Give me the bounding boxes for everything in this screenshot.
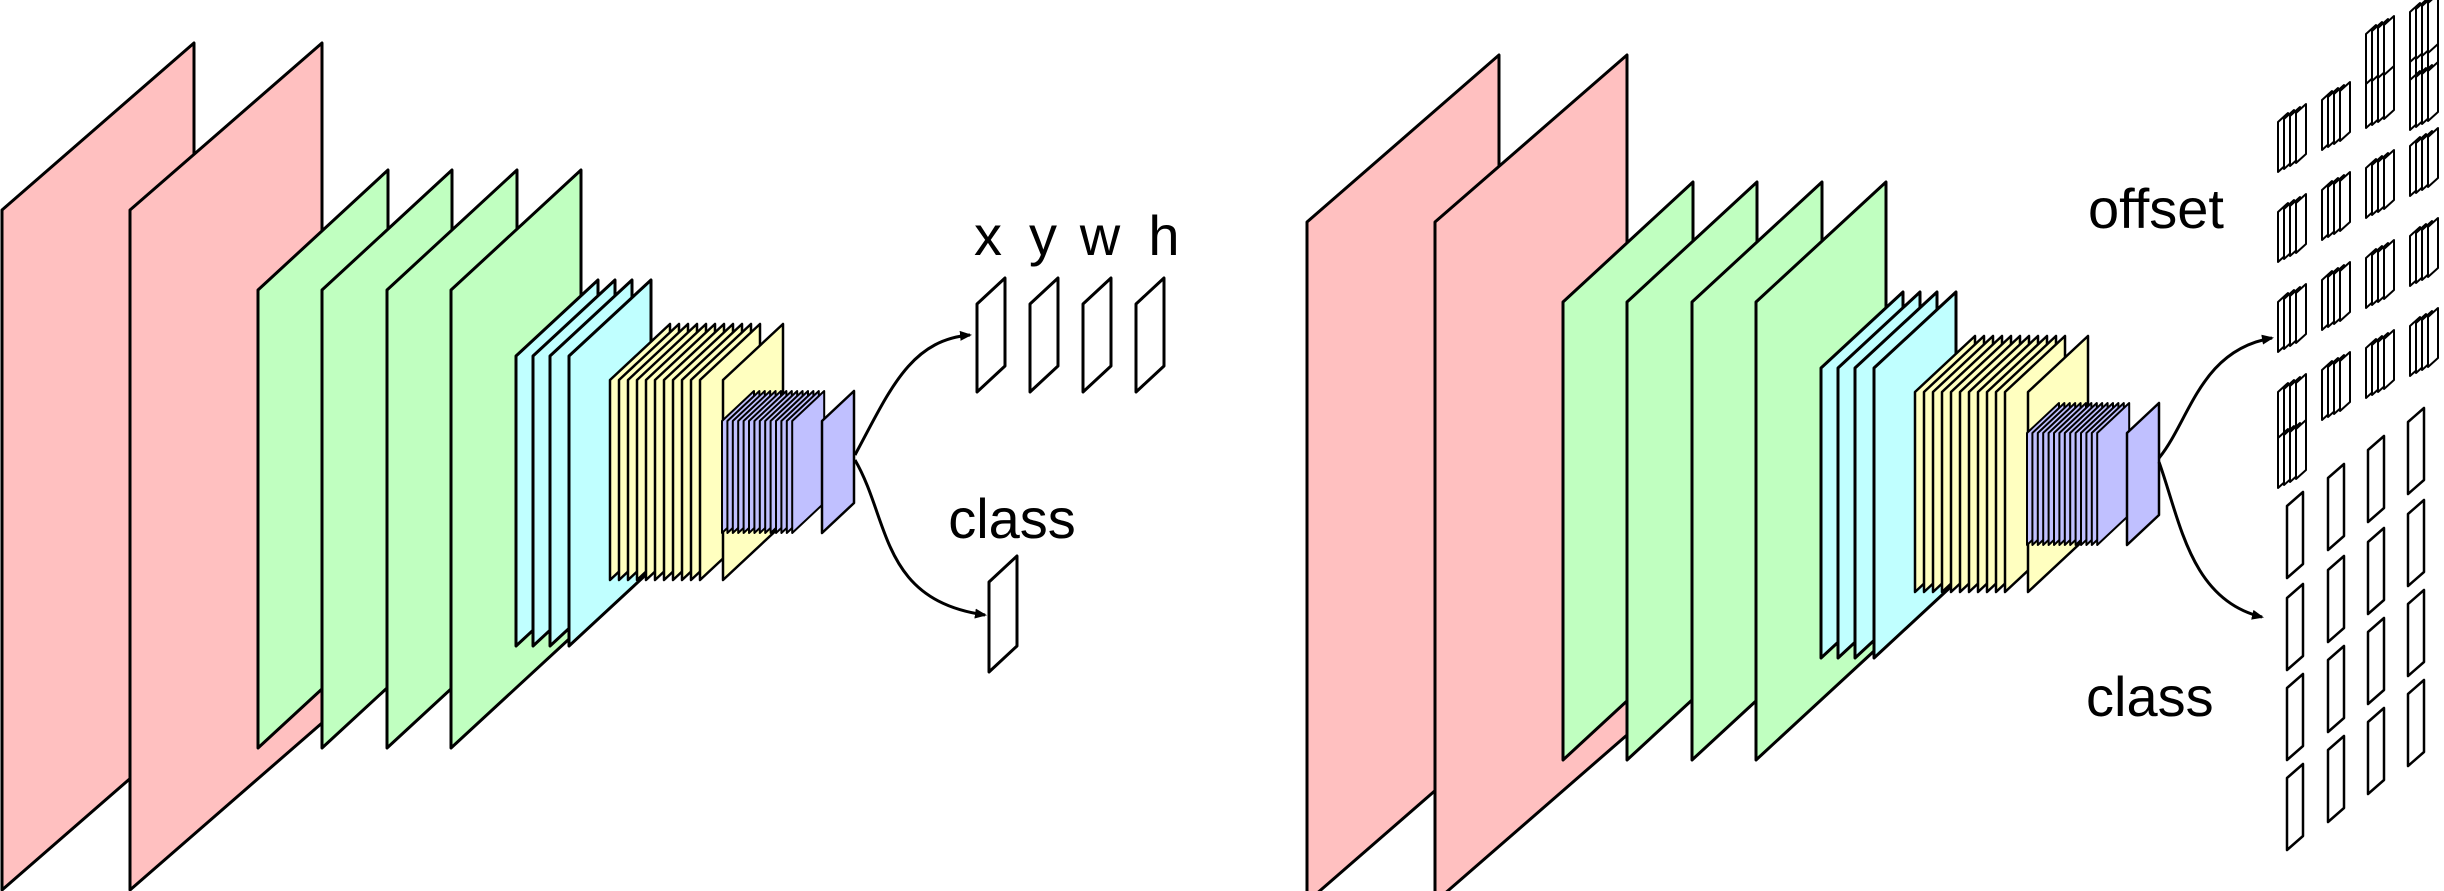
right-stage5-plane-14 <box>2096 402 2131 546</box>
left-class-arrow <box>853 459 987 619</box>
right-class-cell-r3-c3 <box>2366 616 2386 706</box>
bbox-output-bar-2 <box>1028 276 1060 394</box>
offset-cell-r4-c4-bar-4 <box>2427 307 2439 368</box>
offset-cell-r2-c3-bar-4 <box>2383 149 2395 210</box>
offset-cell-r4-c3-bar-4 <box>2383 329 2395 390</box>
left-class-label: class <box>948 487 1076 550</box>
right-class-cell-r4-c3 <box>2366 706 2386 796</box>
right-class-cell-r2-c4 <box>2406 498 2426 588</box>
bbox-output-bar-4 <box>1134 276 1166 394</box>
bbox-label-x: x <box>974 204 1002 267</box>
offset-cell-top-2-bar-4 <box>2427 0 2439 54</box>
offset-cell-r3-c2-bar-4 <box>2339 261 2351 322</box>
right-backbone-layers <box>1305 53 2161 891</box>
offset-cell-r3-c1-bar-4 <box>2295 283 2307 344</box>
bbox-output-bar-3 <box>1081 276 1113 394</box>
right-class-arrow <box>2157 461 2264 620</box>
left-stage5-plane-last <box>820 389 856 535</box>
offset-label: offset <box>2088 177 2224 240</box>
offset-cell-r1-c1-bar-4 <box>2295 103 2307 164</box>
right-class-cell-r2-c1 <box>2285 582 2305 672</box>
bbox-output-bar-1 <box>975 276 1007 394</box>
bbox-label-w: w <box>1079 204 1121 267</box>
bbox-label-h: h <box>1148 204 1179 267</box>
right-class-cell-r1-c4 <box>2406 406 2426 496</box>
offset-cell-r3-c4-bar-4 <box>2427 217 2439 278</box>
left-output-heads <box>853 276 1166 674</box>
left-backbone-layers <box>0 41 856 891</box>
offset-cell-r2-c2-bar-4 <box>2339 171 2351 232</box>
offset-cell-r3-c3-bar-4 <box>2383 239 2395 300</box>
offset-cell-r2-c4-bar-4 <box>2427 127 2439 188</box>
right-class-cell-r3-c2 <box>2326 644 2346 734</box>
offset-cell-r1-c2-bar-4 <box>2339 81 2351 142</box>
left-model: x y w h class <box>0 41 1180 891</box>
right-class-cell-r2-c3 <box>2366 526 2386 616</box>
right-output-heads <box>2157 0 2439 852</box>
offset-cell-top-1-bar-4 <box>2383 15 2395 76</box>
right-model: offset class <box>1305 0 2439 891</box>
bbox-label-y: y <box>1029 204 1057 267</box>
right-stage5-plane-last <box>2125 401 2161 547</box>
offset-arrow <box>2157 334 2274 459</box>
right-class-cell-r3-c4 <box>2406 588 2426 678</box>
left-bbox-arrow <box>853 330 972 456</box>
right-class-label: class <box>2086 665 2214 728</box>
right-class-cell-r2-c2 <box>2326 554 2346 644</box>
left-class-output-bar <box>987 554 1019 674</box>
right-class-cell-r4-c1 <box>2285 762 2305 852</box>
offset-cell-r2-c1-bar-4 <box>2295 193 2307 254</box>
right-class-cell-r1-c3 <box>2366 434 2386 524</box>
offset-cell-r4-c2-bar-4 <box>2339 351 2351 412</box>
right-class-cell-r3-c1 <box>2285 672 2305 762</box>
right-class-cell-r4-c4 <box>2406 678 2426 768</box>
right-class-cell-r4-c2 <box>2326 734 2346 824</box>
left-stage5-plane-14 <box>791 390 826 534</box>
offset-cell-top-3-bar-4 <box>2427 61 2439 122</box>
right-class-cell-r1-c2 <box>2326 462 2346 552</box>
right-class-cell-r1-c1 <box>2285 490 2305 580</box>
offset-cell-bottom-1-bar-4 <box>2295 419 2307 480</box>
